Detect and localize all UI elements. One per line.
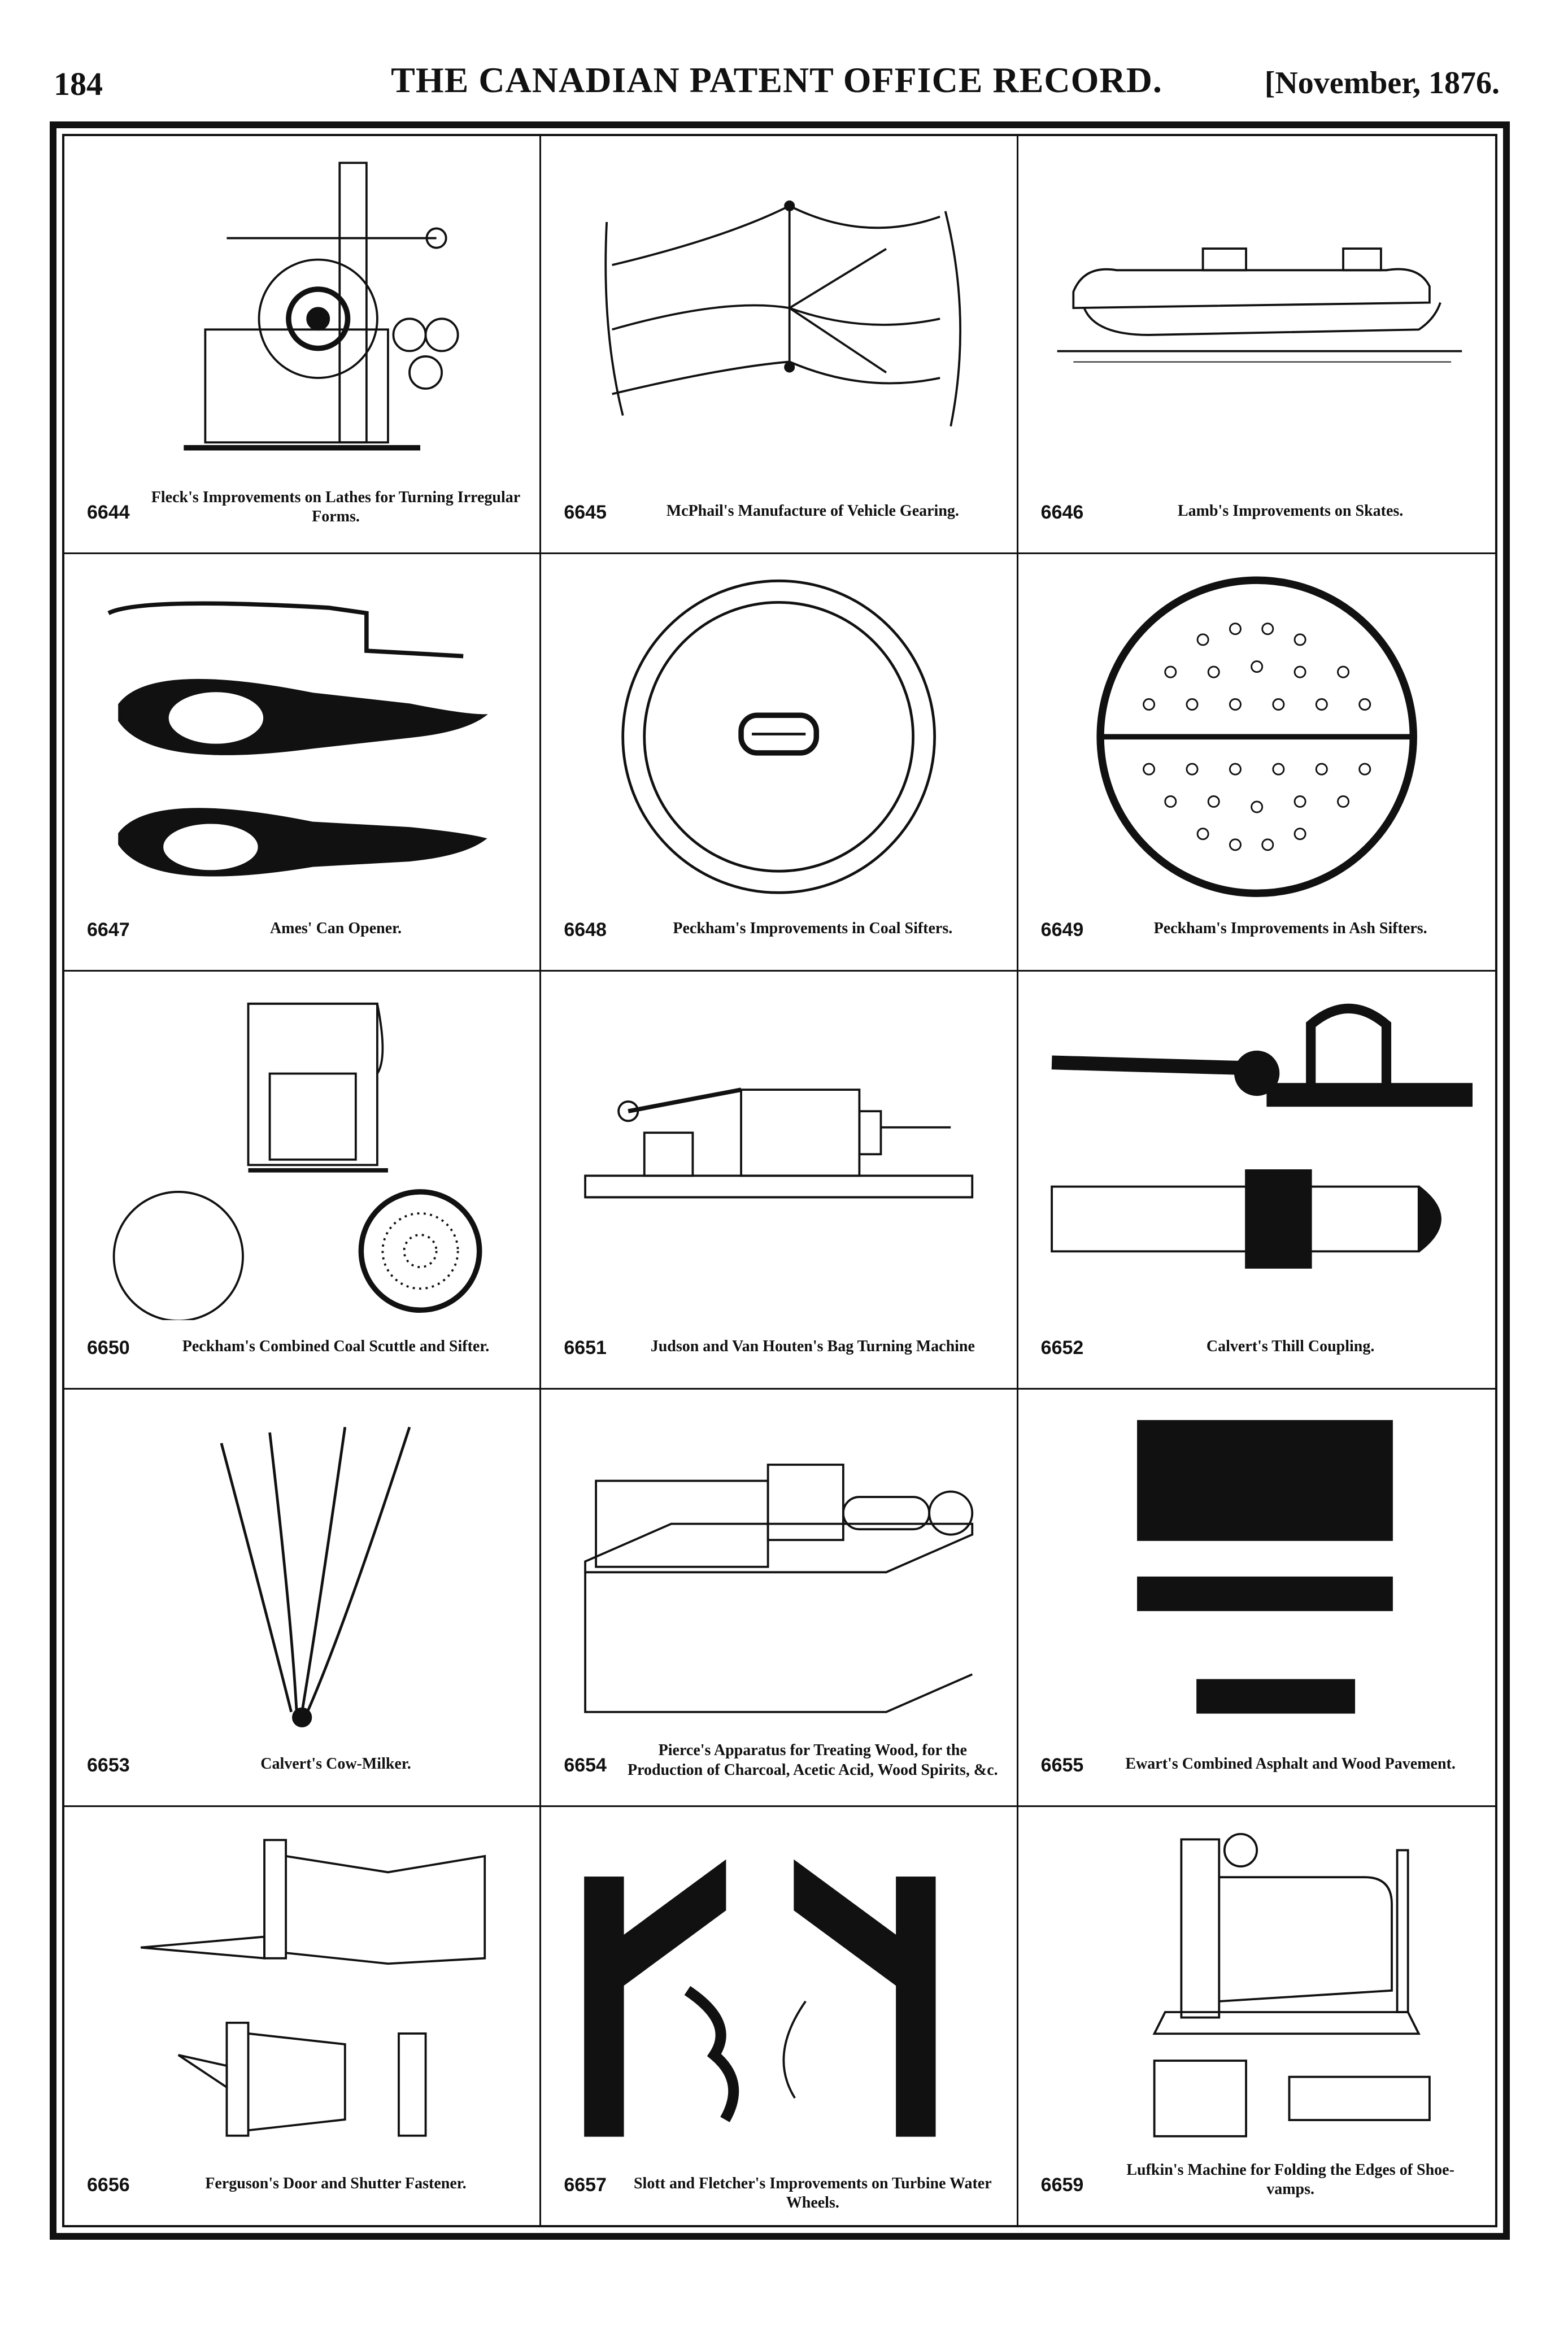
patent-caption: 6653 Calvert's Cow-Milker. xyxy=(87,1741,522,1797)
patent-caption: 6644 Fleck's Improvements on Lathes for … xyxy=(87,488,522,545)
bag-turning-machine-drawing xyxy=(564,989,994,1320)
patent-cell-6650: 6650 Peckham's Combined Coal Scuttle and… xyxy=(64,972,542,1390)
patent-title: McPhail's Manufacture of Vehicle Gearing… xyxy=(666,502,959,520)
patent-number: 6648 xyxy=(564,919,607,941)
page-number: 184 xyxy=(54,66,103,102)
patent-caption: 6649 Peckham's Improvements in Ash Sifte… xyxy=(1041,906,1478,962)
asphalt-pavement-drawing xyxy=(1041,1407,1473,1738)
patent-title: Lamb's Improvements on Skates. xyxy=(1177,502,1404,520)
patent-title: Ewart's Combined Asphalt and Wood Paveme… xyxy=(1125,1755,1456,1773)
patent-caption: 6659 Lufkin's Machine for Folding the Ed… xyxy=(1041,2161,1478,2217)
page-header: 184 THE CANADIAN PATENT OFFICE RECORD. [… xyxy=(54,59,1500,110)
patent-cell-6649: 6649 Peckham's Improvements in Ash Sifte… xyxy=(1018,554,1495,972)
patent-title: Peckham's Combined Coal Scuttle and Sift… xyxy=(182,1337,490,1355)
patent-title: Ferguson's Door and Shutter Fastener. xyxy=(205,2174,467,2192)
patent-caption: 6650 Peckham's Combined Coal Scuttle and… xyxy=(87,1324,522,1380)
patent-figure-grid: 6644 Fleck's Improvements on Lathes for … xyxy=(62,134,1497,2227)
patent-number: 6659 xyxy=(1040,2174,1084,2196)
patent-cell-6655: 6655 Ewart's Combined Asphalt and Wood P… xyxy=(1018,1390,1495,1808)
patent-number: 6645 xyxy=(564,501,607,523)
wood-treating-apparatus-drawing xyxy=(564,1407,994,1738)
patent-figure-grid-frame: 6644 Fleck's Improvements on Lathes for … xyxy=(50,121,1510,2240)
patent-caption: 6657 Slott and Fletcher's Improvements o… xyxy=(564,2161,999,2217)
issue-date: [November, 1876. xyxy=(1264,66,1500,101)
patent-cell-6652: 6652 Calvert's Thill Coupling. xyxy=(1018,972,1495,1390)
patent-caption: 6646 Lamb's Improvements on Skates. xyxy=(1041,488,1478,545)
turbine-wheel-drawing xyxy=(564,1824,994,2157)
patent-title: Slott and Fletcher's Improvements on Tur… xyxy=(633,2174,992,2212)
patent-number: 6647 xyxy=(87,919,130,941)
shoe-vamp-folder-drawing xyxy=(1041,1824,1473,2157)
lathe-drawing xyxy=(87,153,517,485)
coal-sifter-drawing xyxy=(564,571,994,903)
patent-cell-6647: 6647 Ames' Can Opener. xyxy=(64,554,542,972)
patent-caption: 6647 Ames' Can Opener. xyxy=(87,906,522,962)
patent-number: 6644 xyxy=(87,501,130,523)
skate-drawing xyxy=(1041,153,1473,485)
patent-number: 6657 xyxy=(564,2174,607,2196)
patent-title: Peckham's Improvements in Ash Sifters. xyxy=(1153,920,1427,938)
page-title: THE CANADIAN PATENT OFFICE RECORD. xyxy=(391,60,1162,100)
patent-title: Lufkin's Machine for Folding the Edges o… xyxy=(1126,2161,1454,2199)
patent-cell-6659: 6659 Lufkin's Machine for Folding the Ed… xyxy=(1018,1807,1495,2225)
patent-number: 6646 xyxy=(1040,501,1084,523)
patent-number: 6654 xyxy=(564,1755,607,1777)
thill-coupling-drawing xyxy=(1041,989,1473,1320)
patent-number: 6656 xyxy=(87,2174,130,2196)
patent-number: 6650 xyxy=(87,1337,130,1359)
patent-caption: 6645 McPhail's Manufacture of Vehicle Ge… xyxy=(564,488,999,545)
patent-caption: 6648 Peckham's Improvements in Coal Sift… xyxy=(564,906,999,962)
door-fastener-drawing xyxy=(87,1824,517,2157)
patent-title: Judson and Van Houten's Bag Turning Mach… xyxy=(650,1337,975,1355)
patent-cell-6646: 6646 Lamb's Improvements on Skates. xyxy=(1018,136,1495,554)
patent-cell-6651: 6651 Judson and Van Houten's Bag Turning… xyxy=(541,972,1018,1390)
patent-cell-6645: 6645 McPhail's Manufacture of Vehicle Ge… xyxy=(541,136,1018,554)
patent-cell-6654: 6654 Pierce's Apparatus for Treating Woo… xyxy=(541,1389,1018,1808)
patent-caption: 6652 Calvert's Thill Coupling. xyxy=(1041,1324,1478,1380)
can-opener-drawing xyxy=(87,571,517,903)
patent-cell-6657: 6657 Slott and Fletcher's Improvements o… xyxy=(541,1807,1018,2225)
patent-title: Pierce's Apparatus for Treating Wood, fo… xyxy=(627,1742,998,1779)
patent-cell-6653: 6653 Calvert's Cow-Milker. xyxy=(64,1389,542,1808)
patent-title: Fleck's Improvements on Lathes for Turni… xyxy=(151,488,521,525)
patent-number: 6649 xyxy=(1040,919,1084,941)
patent-title: Calvert's Cow-Milker. xyxy=(260,1755,411,1773)
patent-caption: 6655 Ewart's Combined Asphalt and Wood P… xyxy=(1041,1741,1478,1797)
patent-title: Ames' Can Opener. xyxy=(269,920,402,938)
vehicle-gearing-drawing xyxy=(564,153,994,485)
patent-cell-6656: 6656 Ferguson's Door and Shutter Fastene… xyxy=(64,1807,542,2225)
patent-cell-6648: 6648 Peckham's Improvements in Coal Sift… xyxy=(541,554,1018,972)
patent-title: Peckham's Improvements in Coal Sifters. xyxy=(673,920,953,938)
patent-caption: 6654 Pierce's Apparatus for Treating Woo… xyxy=(564,1741,999,1797)
patent-number: 6651 xyxy=(564,1337,607,1359)
patent-caption: 6656 Ferguson's Door and Shutter Fastene… xyxy=(87,2161,522,2217)
coal-scuttle-drawing xyxy=(87,989,517,1320)
patent-cell-6644: 6644 Fleck's Improvements on Lathes for … xyxy=(64,136,542,554)
ash-sifter-drawing xyxy=(1041,571,1473,903)
patent-number: 6652 xyxy=(1040,1337,1084,1359)
patent-caption: 6651 Judson and Van Houten's Bag Turning… xyxy=(564,1324,999,1380)
patent-number: 6655 xyxy=(1040,1755,1084,1777)
cow-milker-drawing xyxy=(87,1407,517,1738)
patent-number: 6653 xyxy=(87,1755,130,1777)
patent-title: Calvert's Thill Coupling. xyxy=(1206,1337,1375,1355)
